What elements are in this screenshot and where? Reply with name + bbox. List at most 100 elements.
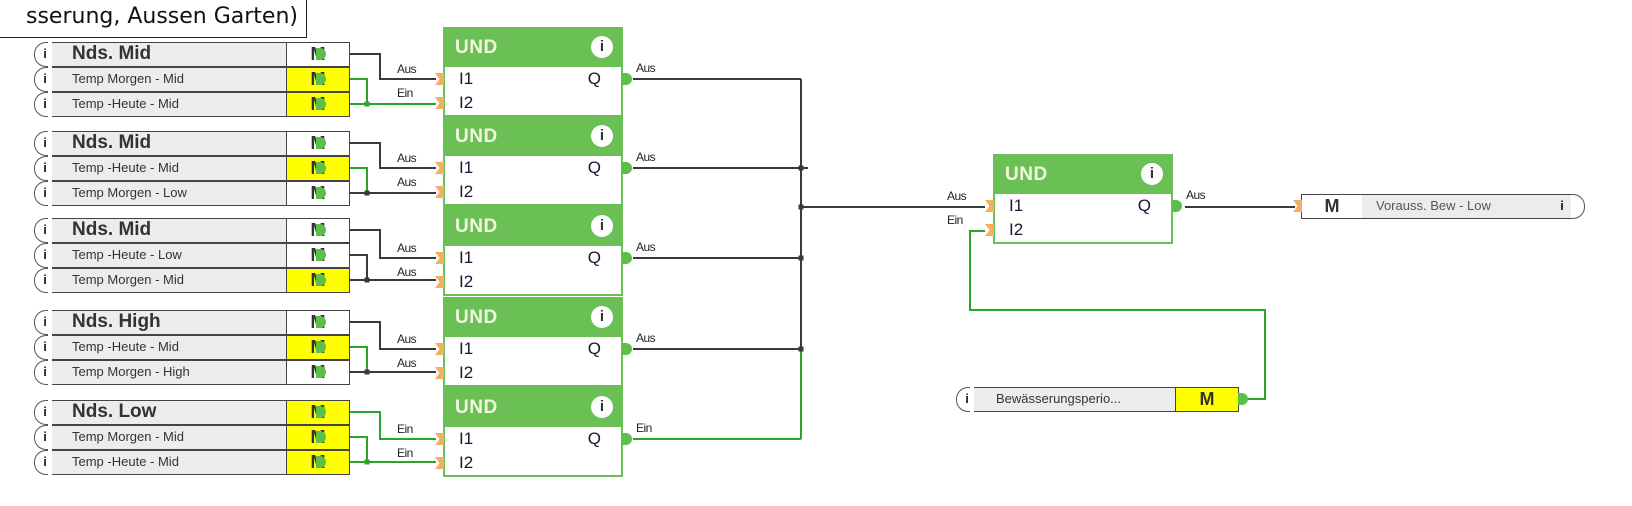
gate-input-2-label: I2 xyxy=(459,93,474,112)
info-icon[interactable]: i xyxy=(43,404,47,419)
output-port[interactable] xyxy=(316,249,326,261)
gate-output-port[interactable] xyxy=(622,433,632,445)
info-icon[interactable]: i xyxy=(43,71,47,86)
gate-input-port-2[interactable] xyxy=(435,457,444,469)
input-label: Temp -Heute - Mid xyxy=(52,92,287,117)
lock-output-port[interactable] xyxy=(1238,393,1248,405)
info-icon[interactable]: i xyxy=(43,135,47,150)
gate-input-port-1[interactable] xyxy=(985,200,994,212)
gate-input-port-2[interactable] xyxy=(435,367,444,379)
gate-input-port-1[interactable] xyxy=(435,252,444,264)
info-icon[interactable]: i xyxy=(591,215,613,237)
gate-input-port-2[interactable] xyxy=(435,97,444,109)
output-port[interactable] xyxy=(316,98,326,110)
gate-input-port-1[interactable] xyxy=(435,73,444,85)
info-icon[interactable]: i xyxy=(43,364,47,379)
gate-input-port-1[interactable] xyxy=(435,343,444,355)
info-icon[interactable]: i xyxy=(43,314,47,329)
gate-input-2-label: I2 xyxy=(459,272,474,291)
gate-input-port-1[interactable] xyxy=(435,433,444,445)
output-port[interactable] xyxy=(316,48,326,60)
wire-junction xyxy=(798,165,804,171)
gate-output-port[interactable] xyxy=(622,73,632,85)
output-label: Vorauss. Bew - Low xyxy=(1362,194,1572,219)
output-port[interactable] xyxy=(316,224,326,236)
gate-input-port-2[interactable] xyxy=(435,186,444,198)
gate-output-port[interactable] xyxy=(622,343,632,355)
wire-state-label: Aus xyxy=(636,150,656,164)
output-port[interactable] xyxy=(316,73,326,85)
wire-state-label: Aus xyxy=(397,175,417,189)
gate-output-port[interactable] xyxy=(1172,200,1182,212)
info-icon[interactable]: i xyxy=(43,222,47,237)
gate-input-port-2[interactable] xyxy=(985,224,994,236)
info-icon[interactable]: i xyxy=(591,36,613,58)
info-icon[interactable]: i xyxy=(43,96,47,111)
gate-output-port[interactable] xyxy=(622,252,632,264)
output-port[interactable] xyxy=(316,456,326,468)
info-icon[interactable]: i xyxy=(43,272,47,287)
info-icon[interactable]: i xyxy=(591,396,613,418)
info-icon[interactable]: i xyxy=(591,306,613,328)
info-icon[interactable]: i xyxy=(43,46,47,61)
input-label: Temp -Heute - Mid xyxy=(52,156,287,181)
wire-state-label: Aus xyxy=(397,241,417,255)
output-port[interactable] xyxy=(316,162,326,174)
gate-input-1-label: I1 xyxy=(459,69,474,88)
output-port[interactable] xyxy=(316,274,326,286)
output-port[interactable] xyxy=(316,431,326,443)
output-port[interactable] xyxy=(316,406,326,418)
info-icon[interactable]: i xyxy=(43,160,47,175)
output-port[interactable] xyxy=(316,137,326,149)
gate-output-label: Q xyxy=(587,339,601,358)
input-label: Temp Morgen - Mid xyxy=(52,268,287,293)
info-icon[interactable]: i xyxy=(1141,163,1163,185)
input-label: Nds. Mid xyxy=(52,131,287,156)
info-icon[interactable]: i xyxy=(591,125,613,147)
info-icon[interactable]: i xyxy=(43,185,47,200)
lock-input-value[interactable]: M xyxy=(1175,387,1239,412)
info-icon[interactable]: i xyxy=(43,429,47,444)
output-port[interactable] xyxy=(316,187,326,199)
info-icon[interactable]: i xyxy=(43,339,47,354)
gate-type: UND xyxy=(455,397,498,418)
wire-junction xyxy=(798,255,804,261)
output-port[interactable] xyxy=(316,366,326,378)
gate-input-port-2[interactable] xyxy=(435,276,444,288)
info-icon[interactable]: i xyxy=(1560,198,1564,213)
info-icon[interactable]: i xyxy=(43,247,47,262)
gate-output-port[interactable] xyxy=(622,162,632,174)
output-port[interactable] xyxy=(316,341,326,353)
input-label: Temp -Heute - Mid xyxy=(52,450,287,475)
info-icon[interactable]: i xyxy=(43,454,47,469)
info-icon[interactable]: i xyxy=(965,391,969,406)
gate-input-port-1[interactable] xyxy=(435,162,444,174)
output-value[interactable]: M xyxy=(1301,194,1363,219)
output-port[interactable] xyxy=(316,316,326,328)
output-box-input-port[interactable] xyxy=(1293,200,1302,212)
